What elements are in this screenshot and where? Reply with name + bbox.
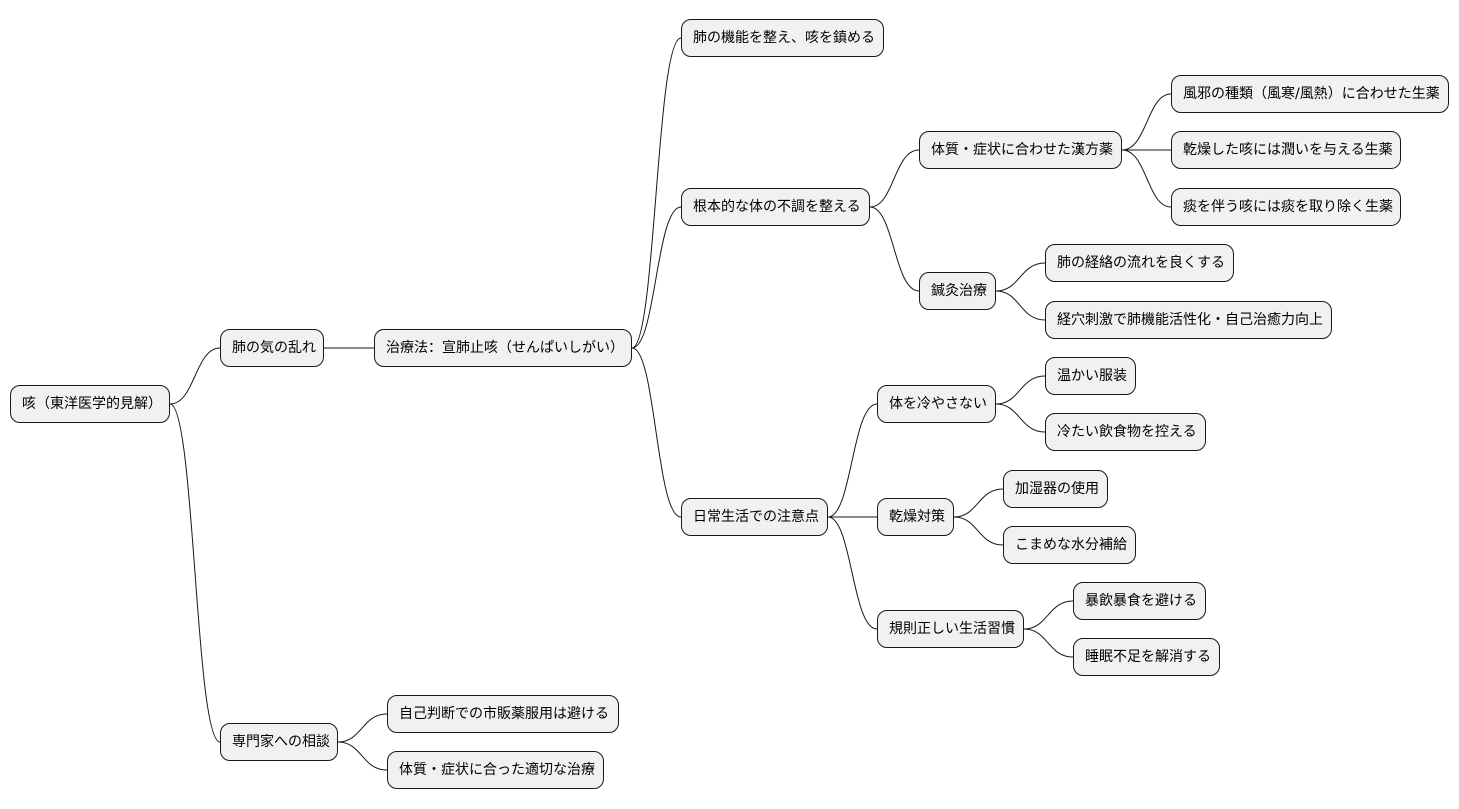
edge-b1_1_2-b1_1_2_1: [869, 149, 920, 208]
node-treatment-method: 治療法：宣肺止咳（せんぱいしがい）: [374, 329, 632, 367]
node-herb-dry-cough: 乾燥した咳には潤いを与える生薬: [1171, 131, 1401, 169]
edge-b1_1_3_2-1: [953, 488, 1004, 518]
edge-b1_1_3-3: [827, 516, 878, 630]
node-herbal-medicine: 体質・症状に合わせた漢方薬: [919, 131, 1122, 169]
node-lung-qi-disorder: 肺の気の乱れ: [220, 329, 324, 367]
node-avoid-cold-food: 冷たい飲食物を控える: [1045, 413, 1206, 451]
edge-b1_1-b1_1_2: [631, 206, 682, 349]
node-keep-warm: 体を冷やさない: [877, 385, 996, 423]
edge-b1_1_3_3-1: [1023, 600, 1074, 630]
edge-b1_1_3_1-1: [995, 375, 1046, 405]
node-herb-wind-type: 風邪の種類（風寒/風熱）に合わせた生薬: [1171, 75, 1449, 113]
node-dryness-measures: 乾燥対策: [877, 498, 954, 536]
node-regulate-lung-function: 肺の機能を整え、咳を鎮める: [681, 19, 884, 57]
node-acupuncture: 鍼灸治療: [919, 272, 996, 310]
node-appropriate-treatment: 体質・症状に合った適切な治療: [387, 751, 604, 789]
node-meridian-flow: 肺の経絡の流れを良くする: [1045, 244, 1234, 282]
edge-b1_1_3_1-2: [995, 403, 1046, 433]
node-avoid-self-medication: 自己判断での市販薬服用は避ける: [387, 695, 619, 733]
node-warm-clothing: 温かい服装: [1045, 357, 1136, 395]
edge-b1_1-b1_1_1: [631, 37, 682, 349]
node-specialist-consultation: 専門家への相談: [220, 723, 338, 761]
edge-b1_1_2_2-1: [995, 262, 1046, 292]
edge-b2-1: [337, 713, 388, 743]
root-node: 咳（東洋医学的見解）: [10, 385, 170, 423]
edge-b1_1-b1_1_3: [631, 347, 682, 518]
edge-b1_1_3_3-2: [1023, 628, 1074, 658]
edge-b1_1_3_2-2: [953, 516, 1004, 546]
edge-b1_1_2_1-3: [1121, 149, 1172, 208]
edge-b1_1_2_2-2: [995, 290, 1046, 321]
edge-root-b2: [169, 403, 221, 743]
edge-root-b1: [169, 347, 221, 405]
edge-b1_1_2-b1_1_2_2: [869, 206, 920, 292]
node-regular-lifestyle: 規則正しい生活習慣: [877, 610, 1024, 648]
edge-b1_1_3-1: [827, 403, 878, 518]
node-avoid-overeating: 暴飲暴食を避ける: [1073, 582, 1206, 620]
edge-b1_1_2_1-1: [1121, 93, 1172, 151]
edge-b2-2: [337, 741, 388, 771]
node-hydration: こまめな水分補給: [1003, 526, 1136, 564]
node-enough-sleep: 睡眠不足を解消する: [1073, 638, 1220, 676]
node-herb-phlegm-cough: 痰を伴う咳には痰を取り除く生薬: [1171, 188, 1401, 226]
node-acupoint-stimulation: 経穴刺激で肺機能活性化・自己治癒力向上: [1045, 301, 1332, 339]
node-daily-life: 日常生活での注意点: [681, 498, 828, 536]
node-humidifier: 加湿器の使用: [1003, 470, 1108, 508]
node-root-cause: 根本的な体の不調を整える: [681, 188, 870, 226]
